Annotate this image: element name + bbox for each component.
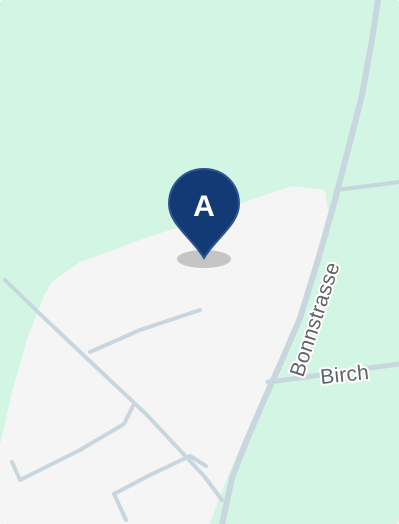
- road-bottom: [112, 492, 128, 522]
- road-inner-east: [88, 308, 202, 354]
- road-lower-mid: [112, 454, 208, 496]
- road-bonnstrasse: [219, 0, 381, 524]
- road-network: [3, 0, 399, 524]
- map-pin-marker[interactable]: A: [166, 166, 242, 272]
- road-label-birch: Birch: [319, 361, 370, 389]
- road-diagonal: [3, 278, 224, 502]
- marker-pin: [167, 167, 241, 260]
- road-birch: [265, 361, 399, 385]
- road-lower-left: [10, 402, 136, 482]
- map-pin-icon: A: [167, 167, 241, 268]
- road-east-branch: [334, 180, 399, 192]
- land-area: [0, 186, 330, 524]
- marker-label: A: [193, 190, 215, 223]
